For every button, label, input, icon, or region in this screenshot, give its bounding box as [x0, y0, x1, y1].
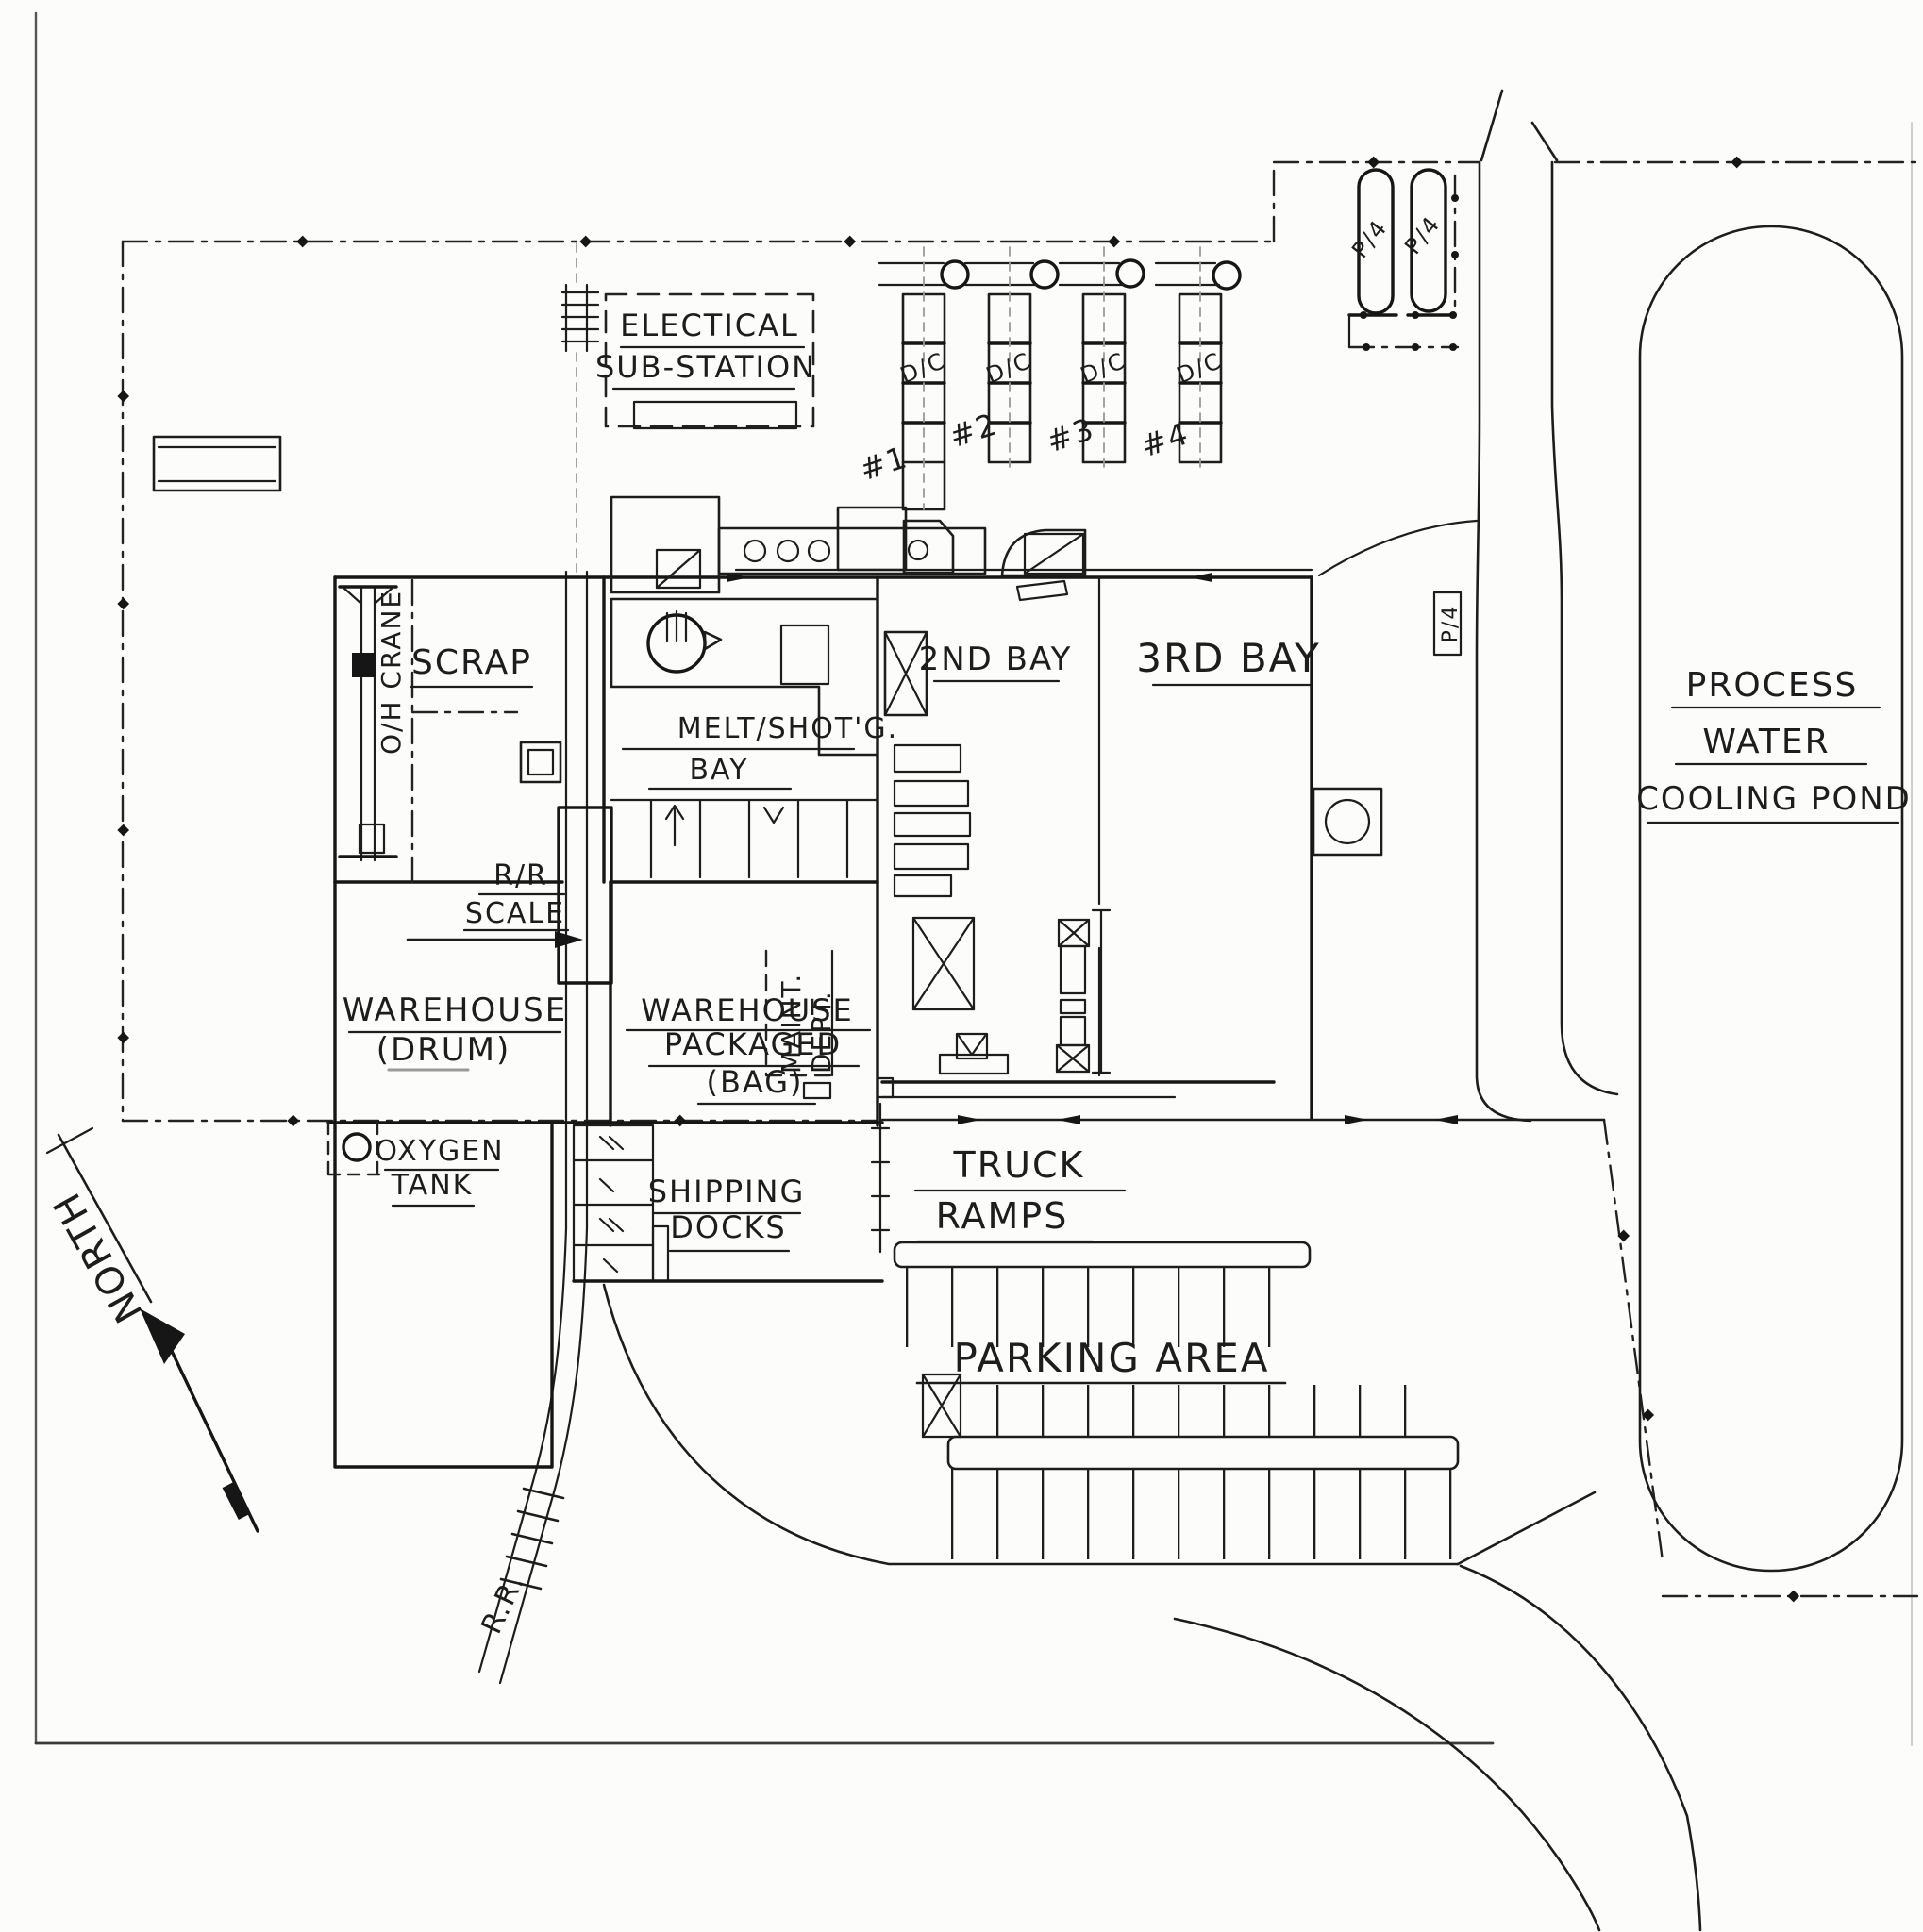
scan-border [34, 11, 1913, 1746]
rr-scale-label-line2: SCALE [465, 897, 565, 930]
truck-ramps-label-line2: RAMPS [936, 1195, 1069, 1237]
oxygen-label-line1: OXYGEN [375, 1135, 504, 1168]
third-bay-label: 3RD BAY [1136, 635, 1321, 681]
melt-shotg-bay: MELT/SHOT'G. BAY [610, 597, 898, 879]
rr-scale-arrow [406, 931, 583, 948]
pond-label-line2: WATER [1702, 723, 1830, 761]
warehouse-drum: WAREHOUSE (DRUM) [343, 991, 567, 1072]
second-bay-label: 2ND BAY [919, 641, 1073, 678]
truck-ramps-label-line1: TRUCK [953, 1144, 1085, 1186]
maint-label-line1: MAINT. [776, 973, 807, 1074]
parking-area: PARKING AREA [893, 1241, 1460, 1559]
pallet-box [938, 1032, 1010, 1075]
substation-label-line1: ELECTICAL [620, 308, 799, 343]
fence-markers [117, 156, 1800, 1603]
oh-crane-label: O/H CRANE [376, 590, 407, 755]
scrap-bay: O/H CRANE SCRAP [338, 578, 562, 884]
dc-tower-1: D/C #1 [856, 246, 970, 511]
railroad-ties [499, 1487, 565, 1591]
shipping-docks: SHIPPING DOCKS [572, 1124, 884, 1283]
p4-road-marker: P/4 [1432, 591, 1463, 657]
overhead-crane [338, 585, 398, 862]
plant-building-walls [326, 573, 1606, 1469]
substation-label-line2: SUB-STATION [595, 349, 816, 385]
warehouse-bag: WAREHOUSE PACKAGED (BAG) [625, 992, 872, 1106]
melt-bay-roof-equipment [610, 495, 1313, 602]
furnace [646, 609, 723, 674]
roads [602, 89, 1702, 1932]
tower-number-3: #3 [1043, 410, 1099, 459]
parking-label: PARKING AREA [954, 1335, 1270, 1381]
p4-road-marker-label: P/4 [1439, 605, 1463, 643]
pond-label-line3: COOLING POND [1636, 780, 1912, 818]
electrical-substation: ELECTICAL SUB-STATION [595, 292, 816, 430]
warehouse-drum-label-line1: WAREHOUSE [343, 991, 567, 1029]
south-corridor [610, 798, 879, 879]
rr-scale: R/R SCALE [406, 806, 613, 985]
oxygen-label-line2: TANK [391, 1169, 474, 1202]
dc-tower-4: D/C #4 [1137, 246, 1242, 473]
north-arrow: NORTH [44, 1126, 259, 1533]
warehouse-drum-label-line2: (DRUM) [376, 1031, 511, 1069]
tower-number-2: #2 [945, 406, 1002, 455]
small-outbuilding [152, 435, 282, 492]
tank-2-label: P/4 [1399, 210, 1446, 259]
dc-towers: D/C #1 D/C #2 D/C #3 D/C [856, 246, 1242, 511]
shipping-label-line1: SHIPPING [648, 1174, 806, 1209]
wall-equipment-box [1312, 787, 1383, 857]
maintenance-area: MAINT. DEPT. [764, 908, 1276, 1100]
warehouse-bag-label-line3: (BAG) [706, 1064, 803, 1100]
parking-x-box [921, 1373, 962, 1439]
p4-tanks: P/4 P/4 [1346, 168, 1460, 351]
shipping-label-line2: DOCKS [670, 1209, 786, 1245]
process-tower [1055, 908, 1112, 1074]
second-bay-equipment [883, 630, 972, 898]
oxygen-tank: OXYGEN TANK [326, 1121, 504, 1208]
production-bays: 2ND BAY 3RD BAY P/4 [883, 591, 1463, 898]
rr-scale-label-line1: R/R [493, 859, 548, 892]
pond-label-line1: PROCESS [1686, 666, 1859, 705]
melt-bay-label-line2: BAY [689, 754, 748, 787]
scrap-label: SCRAP [411, 643, 532, 682]
maint-dept-office: MAINT. DEPT. [764, 949, 837, 1100]
dc-tower-2: D/C #2 [945, 246, 1060, 473]
conveyor-line [876, 1076, 1276, 1099]
tank-1-label: P/4 [1346, 214, 1393, 263]
truck-ramps-area: TRUCK RAMPS [870, 1102, 1127, 1254]
warehouse-bag-label-line1: WAREHOUSE [641, 992, 853, 1028]
melt-bay-label-line1: MELT/SHOT'G. [677, 712, 898, 745]
warehouse-bag-label-line2: PACKAGED [664, 1026, 842, 1062]
maint-label-line2: DEPT. [806, 990, 837, 1074]
property-fence [117, 156, 1919, 1603]
cooling-pond: PROCESS WATER COOLING POND [1636, 225, 1912, 1573]
